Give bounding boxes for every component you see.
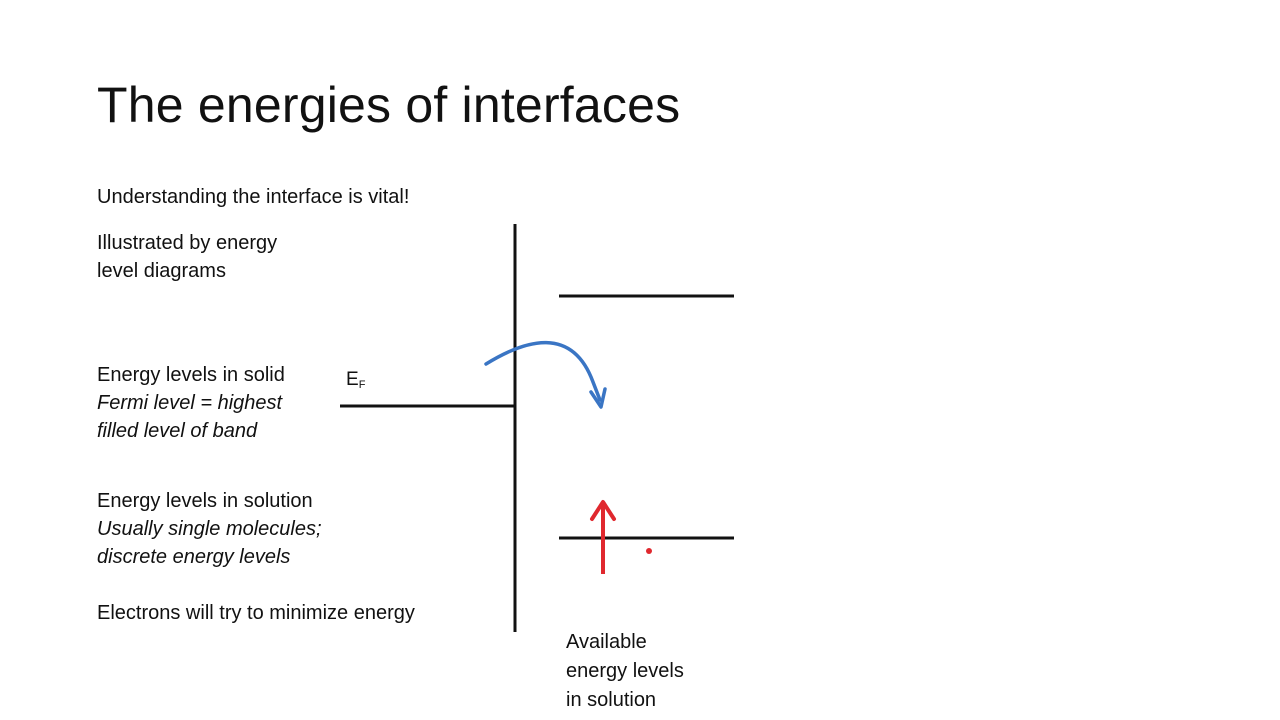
available-label-line-1: Available: [566, 631, 647, 653]
slide-title: The energies of interfaces: [97, 77, 681, 133]
illustrated-line-2: level diagrams: [97, 260, 226, 282]
solution-text-block: Energy levels in solution Usually single…: [97, 487, 322, 571]
available-label-line-2: energy levels: [566, 660, 684, 682]
solution-note-1: Usually single molecules;: [97, 518, 322, 540]
illustrated-text: Illustrated by energy level diagrams: [97, 229, 277, 285]
available-levels-label: Available energy levels in solution: [566, 628, 684, 715]
solid-note-2: filled level of band: [97, 420, 258, 442]
available-label-line-3: in solution: [566, 689, 657, 711]
solid-note-1: Fermi level = highest: [97, 392, 283, 414]
fermi-level-label: EF: [346, 368, 365, 397]
conclusion-text: Electrons will try to minimize energy: [97, 602, 415, 624]
up-arrow-icon: [590, 500, 616, 574]
fermi-label-sub: F: [358, 379, 366, 391]
solution-heading: Energy levels in solution: [97, 490, 313, 512]
solid-text-block: Energy levels in solid Fermi level = hig…: [97, 361, 285, 445]
solid-heading: Energy levels in solid: [97, 364, 285, 386]
red-dot-icon: [646, 548, 652, 554]
fermi-label-main: E: [346, 369, 359, 390]
intro-text: Understanding the interface is vital!: [97, 186, 410, 208]
solution-note-2: discrete energy levels: [97, 546, 291, 568]
illustrated-line-1: Illustrated by energy: [97, 232, 278, 254]
curved-arrow-icon: [484, 340, 607, 409]
